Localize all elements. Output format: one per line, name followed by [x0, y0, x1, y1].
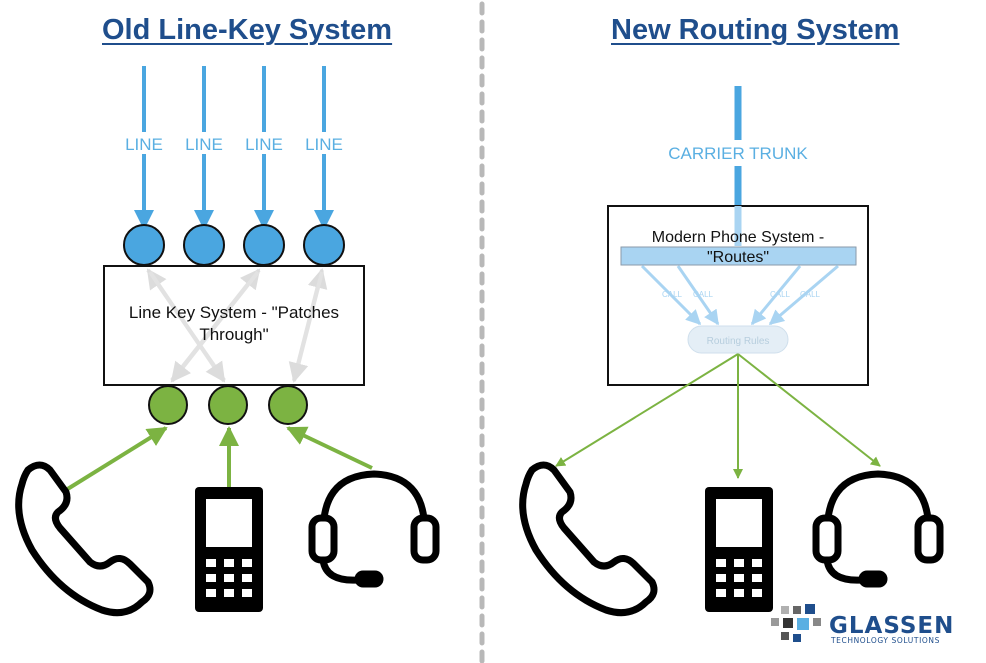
- call-arrows: [640, 264, 839, 326]
- line-node: [183, 224, 225, 266]
- carrier-trunk-label: CARRIER TRUNK: [668, 144, 808, 163]
- right-title: New Routing System: [611, 14, 900, 46]
- mobile-phone-icon: [195, 487, 263, 612]
- line-node: [243, 224, 285, 266]
- patch-arrows: [146, 268, 328, 383]
- line-node: [123, 224, 165, 266]
- headset-icon: [812, 470, 944, 588]
- device-node: [148, 385, 188, 425]
- routing-rules-label: Routing Rules: [707, 336, 770, 347]
- line-arrows: [134, 66, 334, 230]
- routing-arrows: [555, 353, 881, 479]
- logo-mark-icon: [771, 604, 821, 642]
- logo-tagline: TECHNOLOGY SOLUTIONS: [830, 636, 940, 645]
- routes-bar: [620, 246, 857, 266]
- modern-system-box-label: Modern Phone System - "Routes": [651, 229, 825, 266]
- line-label: LINE: [245, 135, 283, 154]
- logo-name: GLASSEN: [829, 613, 954, 639]
- call-label: CALL: [770, 290, 791, 299]
- line-nodes: [123, 224, 345, 266]
- device-arrows: [64, 426, 373, 492]
- call-label: CALL: [800, 290, 821, 299]
- line-node: [303, 224, 345, 266]
- line-key-box-label: Line Key System - "Patches Through": [128, 303, 340, 344]
- left-title: Old Line-Key System: [102, 14, 393, 46]
- call-label: CALL: [693, 290, 714, 299]
- phone-handset-icon: [15, 461, 154, 617]
- device-node: [268, 385, 308, 425]
- call-label: CALL: [662, 290, 683, 299]
- device-node: [208, 385, 248, 425]
- phone-handset-icon: [519, 461, 658, 617]
- mobile-phone-icon: [705, 487, 773, 612]
- line-label: LINE: [185, 135, 223, 154]
- routing-rules-node: [687, 325, 789, 354]
- headset-icon: [308, 470, 440, 588]
- device-nodes: [148, 385, 308, 425]
- glassen-logo: GLASSEN TECHNOLOGY SOLUTIONS: [771, 604, 954, 645]
- line-label: LINE: [305, 135, 343, 154]
- line-label: LINE: [125, 135, 163, 154]
